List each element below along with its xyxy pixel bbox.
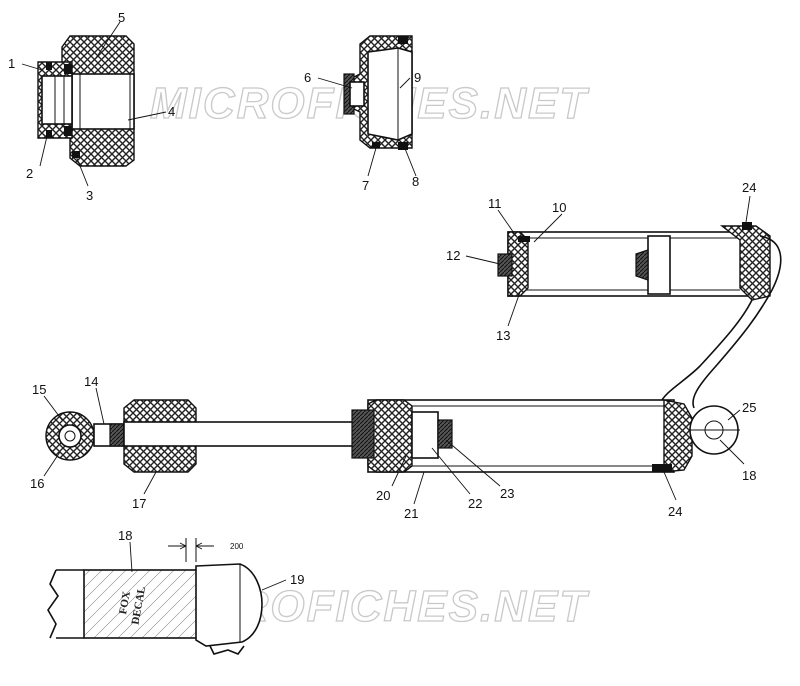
decal-label-fox: FOX [117,590,133,615]
callout-16: 16 [30,476,44,491]
callout-9: 9 [414,70,421,85]
callout-18-eye: 18 [742,468,756,483]
bumper-and-shaft [123,399,369,473]
piston-cap-assembly [343,35,413,150]
callout-8: 8 [412,174,419,189]
callout-18-inset: 18 [118,528,132,543]
rod-eye-assembly [45,411,125,461]
reservoir-assembly [497,222,782,409]
callout-1: 1 [8,56,15,71]
callout-4: 4 [168,104,175,119]
callout-22: 22 [468,496,482,511]
callout-24-body: 24 [668,504,682,519]
seal-head-assembly [37,35,135,167]
callout-10: 10 [552,200,566,215]
callout-12: 12 [446,248,460,263]
callout-21: 21 [404,506,418,521]
callout-13: 13 [496,328,510,343]
decal-detail-inset: 200 FOX DECAL [47,538,263,655]
callout-23: 23 [500,486,514,501]
callout-labels: 1 2 3 4 5 6 7 8 9 10 11 12 13 14 15 16 1… [8,10,756,587]
callout-14: 14 [84,374,98,389]
callout-11: 11 [488,196,502,211]
callout-19: 19 [290,572,304,587]
callout-3: 3 [86,188,93,203]
callout-5: 5 [118,10,125,25]
callout-25: 25 [742,400,756,415]
leader-lines [21,21,751,591]
callout-20: 20 [376,488,390,503]
callout-6: 6 [304,70,311,85]
callout-24-reservoir: 24 [742,180,756,195]
callout-7: 7 [362,178,369,193]
callout-15: 15 [32,382,46,397]
dimension-label: 200 [230,542,244,551]
shock-body [351,399,740,473]
callout-17: 17 [132,496,146,511]
callout-2: 2 [26,166,33,181]
